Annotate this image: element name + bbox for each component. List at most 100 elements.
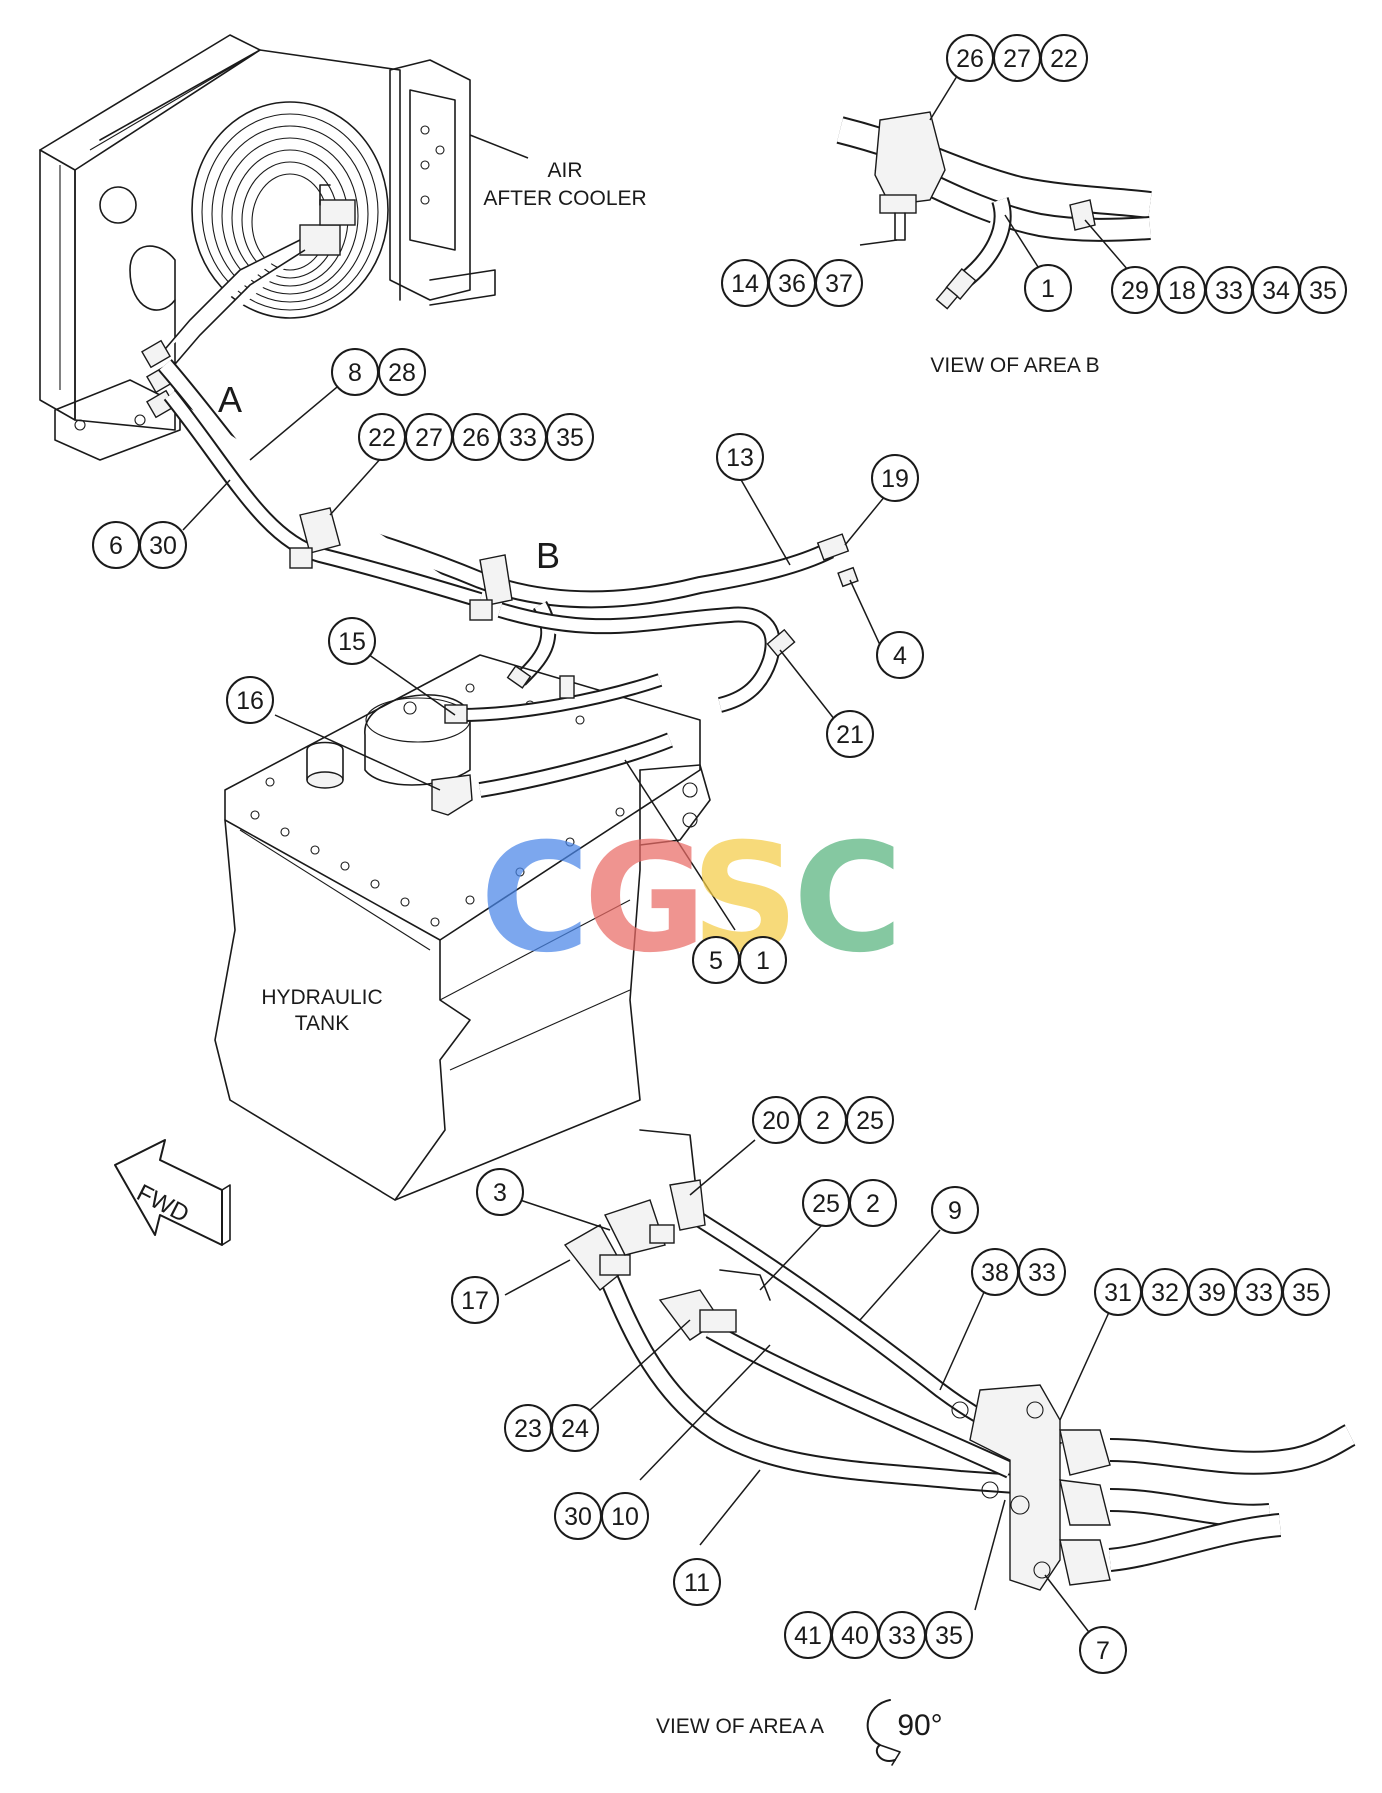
callout-number: 22 [368, 424, 396, 452]
callout-number: 17 [461, 1287, 489, 1315]
callout-group: 9 [931, 1186, 979, 1234]
callout-number: 30 [564, 1503, 592, 1531]
view-area-b-caption: VIEW OF AREA B [930, 354, 1099, 377]
callout-number: 29 [1121, 277, 1149, 305]
callout-number: 23 [514, 1415, 542, 1443]
area-b-letter: B [536, 535, 560, 576]
callout-number: 25 [856, 1107, 884, 1135]
callout-number: 31 [1104, 1279, 1132, 1307]
callout-number: 28 [388, 359, 416, 387]
callout-bubble [673, 1558, 721, 1606]
area-a-letter: A [218, 379, 242, 420]
callout-number: 35 [556, 424, 584, 452]
callout-number: 14 [731, 270, 759, 298]
callout-number: 32 [1151, 1279, 1179, 1307]
hydraulic-tank-label-line1: HYDRAULIC [261, 986, 382, 1009]
callout-group: 38 33 [971, 1248, 1066, 1296]
callout-number: 2 [816, 1107, 830, 1135]
callout-bubble [1079, 1626, 1127, 1674]
callout-number: 37 [825, 270, 853, 298]
callout-number: 39 [1198, 1279, 1226, 1307]
callout-group: 30 10 [554, 1492, 649, 1540]
callout-number: 20 [762, 1107, 790, 1135]
callout-bubble [378, 348, 426, 396]
callout-bubble [546, 413, 594, 461]
callout-number: 1 [1041, 275, 1055, 303]
callout-number: 24 [561, 1415, 589, 1443]
callout-number: 27 [1003, 45, 1031, 73]
callout-number: 7 [1096, 1637, 1110, 1665]
air-after-cooler [39, 34, 496, 461]
callout-number: 18 [1168, 277, 1196, 305]
callout-group: 4 [876, 631, 924, 679]
callout-number: 33 [1028, 1259, 1056, 1287]
callout-bubble [1282, 1268, 1330, 1316]
callout-bubble [1024, 264, 1072, 312]
callout-number: 41 [794, 1622, 822, 1650]
hydraulic-tank [214, 654, 711, 1201]
callout-number: 26 [462, 424, 490, 452]
callout-number: 5 [709, 947, 723, 975]
callout-group: 11 [673, 1558, 721, 1606]
callout-number: 11 [684, 1569, 710, 1597]
callout-bubble [815, 259, 863, 307]
callout-number: 35 [1309, 277, 1337, 305]
callout-group: 19 [871, 454, 919, 502]
air-after-cooler-label-line2: AFTER COOLER [483, 187, 646, 210]
callout-number: 19 [881, 465, 909, 493]
watermark-letter-1: C [480, 812, 590, 986]
callout-number: 10 [611, 1503, 639, 1531]
callout-number: 33 [1245, 1279, 1273, 1307]
callout-number: 1 [756, 947, 770, 975]
callout-number: 6 [109, 532, 123, 560]
callout-group: 7 [1079, 1626, 1127, 1674]
callout-number: 38 [981, 1259, 1009, 1287]
callout-bubble [716, 433, 764, 481]
callout-number: 27 [415, 424, 443, 452]
cgsc-watermark: C G S C [480, 812, 903, 986]
callout-number: 22 [1050, 45, 1078, 73]
callout-group: 15 [328, 617, 376, 665]
callout-number: 3 [493, 1179, 507, 1207]
watermark-letter-4: C [793, 812, 903, 986]
callout-group: 14 36 37 [721, 259, 863, 307]
callout-number: 33 [1215, 277, 1243, 305]
air-after-cooler-label-line1: AIR [547, 159, 582, 182]
watermark-letter-2: G [583, 812, 706, 986]
fwd-arrow-icon: FWD [114, 1139, 231, 1246]
callout-bubble [1040, 34, 1088, 82]
callout-number: 25 [812, 1190, 840, 1218]
callout-bubble [846, 1096, 894, 1144]
callout-group: 23 24 [504, 1404, 599, 1452]
view-area-a-detail [563, 1129, 1356, 1591]
callout-number: 40 [841, 1622, 869, 1650]
rotate-arrow-icon [866, 1699, 901, 1766]
callout-bubble [601, 1492, 649, 1540]
main-hose-bundle [158, 359, 859, 713]
callout-group: 16 [226, 676, 274, 724]
view-area-a-caption: VIEW OF AREA A [656, 1715, 824, 1738]
callout-group: 31 32 39 33 35 [1094, 1268, 1330, 1316]
callout-bubble [871, 454, 919, 502]
callout-number: 30 [149, 532, 177, 560]
callout-bubble [451, 1276, 499, 1324]
callout-bubble [931, 1186, 979, 1234]
callout-number: 21 [836, 721, 864, 749]
hydraulic-tank-label-line2: TANK [295, 1012, 349, 1035]
callout-bubble [476, 1168, 524, 1216]
callout-bubble [1299, 266, 1347, 314]
callout-number: 35 [1292, 1279, 1320, 1307]
callout-number: 36 [778, 270, 806, 298]
callout-group: 26 27 22 [946, 34, 1088, 82]
callout-number: 4 [893, 642, 907, 670]
callout-group: 3 [476, 1168, 524, 1216]
callout-number: 26 [956, 45, 984, 73]
